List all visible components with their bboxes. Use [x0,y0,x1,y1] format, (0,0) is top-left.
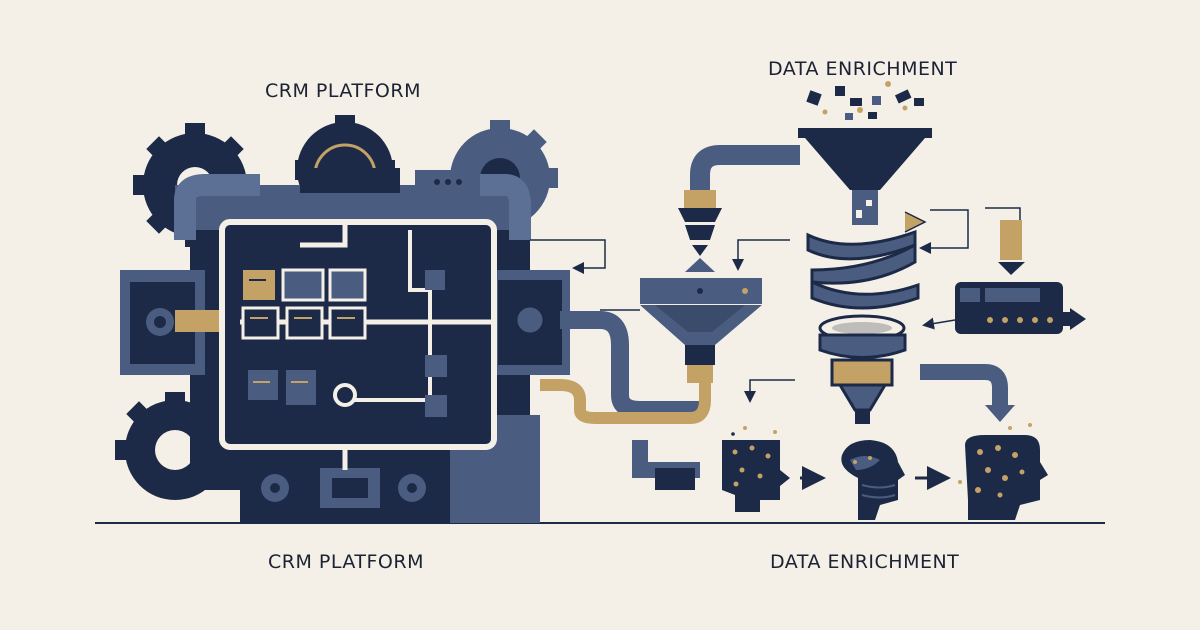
data-particles [806,81,924,120]
head-profile-icon [958,423,1048,520]
data-enrichment-label-top: DATA ENRICHMENT [768,58,958,80]
gold-slot [1000,220,1022,260]
arrow-right-icon [530,239,606,274]
data-cards [241,268,367,405]
crm-machine [115,115,570,523]
data-enrichment-label-bottom: DATA ENRICHMENT [770,551,960,573]
arrow-down-icon [732,239,790,271]
head-profile-icon [722,426,790,512]
spiral-mixer-icon [806,229,920,424]
arrow-down-icon [744,379,795,403]
crm-platform-label-bottom: CRM PLATFORM [268,551,424,573]
funnel-icon [798,128,932,225]
head-profile-icon [841,440,905,520]
gear-icon [398,474,426,502]
funnel-icon [640,190,762,383]
crm-platform-label-top: CRM PLATFORM [265,80,421,102]
pipe-icon [540,145,800,490]
pipe-icon [920,364,1008,410]
data-block-icon [955,282,1086,334]
arrow-down-icon [998,262,1025,275]
gear-icon [261,474,289,502]
arrow-right-icon [919,209,969,254]
